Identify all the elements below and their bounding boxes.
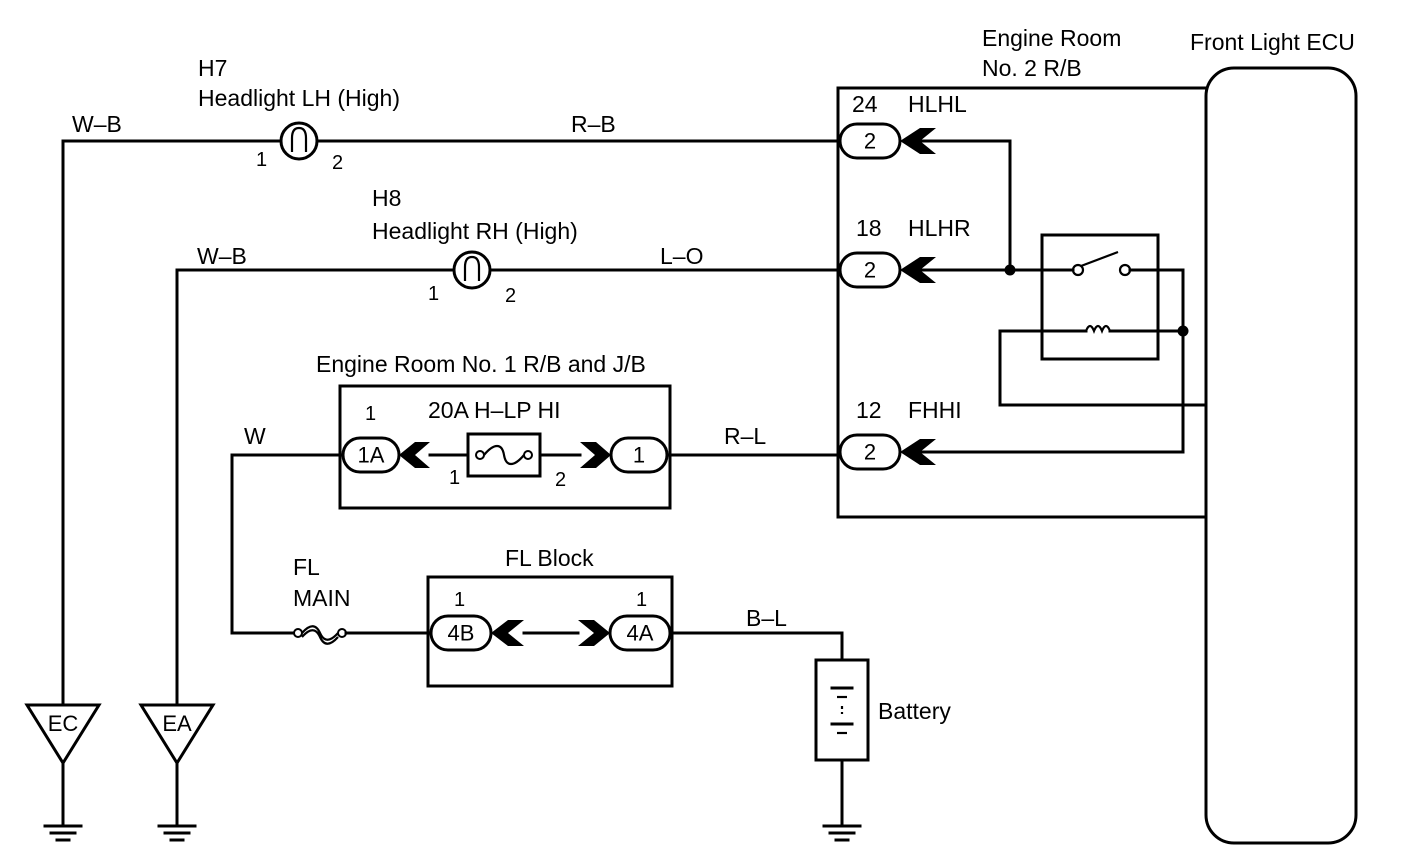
junction-dot <box>1004 264 1016 276</box>
ground-ea-label: EA <box>162 711 192 736</box>
connector-arrow-icon <box>580 442 611 468</box>
h8-label: Headlight RH (High) <box>372 218 578 244</box>
h7-code: H7 <box>198 55 227 81</box>
wire-w-label: W <box>244 423 266 449</box>
fuse-icon <box>483 444 525 466</box>
fl-block-right-pin-number: 1 <box>636 589 647 611</box>
fuse-pin1: 1 <box>449 467 460 489</box>
battery-label: Battery <box>878 698 951 724</box>
ecu-label: Front Light ECU <box>1190 29 1355 55</box>
fhhi-pin-number: 12 <box>856 397 882 423</box>
rb2-label-line1: Engine Room <box>982 25 1121 51</box>
fl-block-label: FL Block <box>505 545 594 571</box>
battery: Battery <box>814 658 951 762</box>
engine-room-no2-rb: Engine Room No. 2 R/B <box>836 25 1208 519</box>
junction-dot <box>1177 325 1189 337</box>
jb1-left-cavity: 1A <box>358 443 385 468</box>
connector-arrow-icon <box>491 620 524 646</box>
fl-main-fusible-link: FL MAIN <box>293 554 351 645</box>
h7-pin1: 1 <box>256 149 267 171</box>
fusible-link-icon <box>301 625 339 645</box>
fhhi-cavity: 2 <box>864 440 876 465</box>
ground-battery <box>822 824 862 842</box>
connector-arrow-icon <box>900 128 936 154</box>
bulb-icon <box>279 121 319 161</box>
h7-label: Headlight LH (High) <box>198 85 400 111</box>
hlhr-terminal-name: HLHR <box>908 215 971 241</box>
ground-triangle-icon <box>138 703 216 766</box>
headlight-rh: H8 Headlight RH (High) 1 2 W–B L–O <box>175 185 842 707</box>
ground-ec-label: EC <box>48 711 79 736</box>
hlhr-cavity: 2 <box>864 258 876 283</box>
headlight-relay <box>998 233 1185 361</box>
fl-block-right-cavity: 4A <box>627 621 654 646</box>
connector-hlhl: 24 HLHL 2 <box>838 91 967 160</box>
h8-code: H8 <box>372 185 401 211</box>
jb1-label: Engine Room No. 1 R/B and J/B <box>316 351 646 377</box>
ground-ec: EC <box>24 703 102 842</box>
bulb-icon <box>452 250 492 290</box>
relay-coil-icon <box>1084 324 1112 334</box>
connector-hlhr: 18 HLHR 2 <box>838 215 971 289</box>
ground-triangle-icon <box>24 703 102 766</box>
h7-pin2: 2 <box>332 152 343 174</box>
h7-wire-left: W–B <box>72 111 122 137</box>
jb1-left-pin-number: 1 <box>365 403 376 425</box>
headlight-lh: H7 Headlight LH (High) 1 2 W–B R–B <box>61 55 842 707</box>
hlhl-terminal-name: HLHL <box>908 91 967 117</box>
front-light-ecu: Front Light ECU <box>1190 29 1358 845</box>
fuse-pin2: 2 <box>555 469 566 491</box>
fuse-20a-label: 20A H–LP HI <box>428 397 561 423</box>
h8-wire-right: L–O <box>660 243 703 269</box>
hlhl-cavity: 2 <box>864 129 876 154</box>
fhhi-terminal-name: FHHI <box>908 397 962 423</box>
h8-pin2: 2 <box>505 285 516 307</box>
connector-arrow-icon <box>900 257 936 283</box>
fl-block: FL Block 1 4B 1 4A <box>426 545 674 688</box>
h8-pin1: 1 <box>428 283 439 305</box>
connector-fhhi: 12 FHHI 2 <box>838 397 962 471</box>
fl-block-left-pin-number: 1 <box>454 589 465 611</box>
connector-arrow-icon <box>578 620 610 646</box>
h8-wire-left: W–B <box>197 243 247 269</box>
fl-main-line2: MAIN <box>293 585 351 611</box>
h7-wire-right: R–B <box>571 111 616 137</box>
connector-arrow-icon <box>399 442 430 468</box>
wire-rl-label: R–L <box>724 423 766 449</box>
fl-main-line1: FL <box>293 554 320 580</box>
rb2-label-line2: No. 2 R/B <box>982 55 1082 81</box>
connector-arrow-icon <box>900 439 936 465</box>
ground-ea: EA <box>138 703 216 842</box>
wire-bl-label: B–L <box>746 605 787 631</box>
hlhr-pin-number: 18 <box>856 215 882 241</box>
jb1-right-cavity: 1 <box>633 443 645 468</box>
fl-block-left-cavity: 4B <box>448 621 475 646</box>
hlhl-pin-number: 24 <box>852 91 878 117</box>
engine-room-no1-rb-jb: Engine Room No. 1 R/B and J/B 20A H–LP H… <box>316 351 672 510</box>
